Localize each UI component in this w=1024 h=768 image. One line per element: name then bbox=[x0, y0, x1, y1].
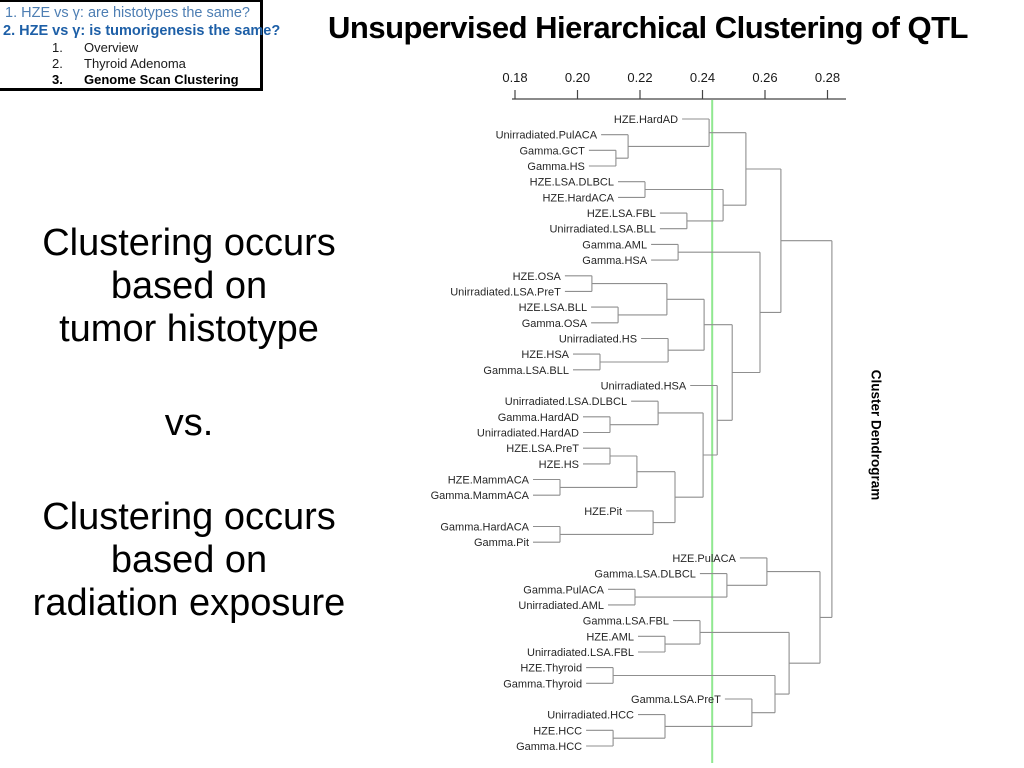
leaf-label: Gamma.PulACA bbox=[523, 584, 604, 596]
left-text-line: Clustering occurs bbox=[42, 222, 336, 264]
leaf-label: Unirradiated.LSA.BLL bbox=[549, 224, 655, 236]
leaf-label: HZE.HSA bbox=[521, 349, 569, 361]
left-text-block-1: Clustering occurs based on tumor histoty… bbox=[0, 222, 378, 351]
slide-title: Unsupervised Hierarchical Clustering of … bbox=[328, 10, 969, 45]
leaf-label: Gamma.HS bbox=[527, 161, 584, 173]
left-text-line: Clustering occurs bbox=[42, 496, 336, 538]
leaf-label: Unirradiated.HSA bbox=[601, 381, 687, 393]
dendrogram-branches bbox=[533, 118, 833, 747]
leaf-label: HZE.OSA bbox=[513, 271, 562, 283]
axis-tick-label: 0.24 bbox=[690, 70, 715, 85]
leaf-label: Gamma.HSA bbox=[582, 255, 647, 267]
leaf-label: Gamma.LSA.FBL bbox=[583, 616, 669, 628]
outline-subitem-label: Genome Scan Clustering bbox=[84, 72, 239, 87]
outline-subitem-label: Thyroid Adenoma bbox=[84, 56, 186, 71]
leaf-label: HZE.HCC bbox=[533, 725, 582, 737]
leaf-label: Unirradiated.LSA.PreT bbox=[450, 286, 561, 298]
leaf-label: Gamma.LSA.DLBCL bbox=[594, 569, 695, 581]
leaf-label: Gamma.GCT bbox=[519, 145, 585, 157]
left-text-line: based on bbox=[110, 265, 268, 307]
outline-subitem-number: 1. bbox=[52, 40, 63, 55]
outline-subitem-number: 3. bbox=[52, 72, 63, 87]
leaf-label: Gamma.MammACA bbox=[431, 490, 530, 502]
left-text-line: radiation exposure bbox=[32, 582, 346, 624]
leaf-label: Gamma.Pit bbox=[474, 537, 529, 549]
leaf-label: HZE.Thyroid bbox=[520, 663, 582, 675]
leaf-label: Unirradiated.HS bbox=[559, 334, 637, 346]
outline-item-1[interactable]: 1. HZE vs γ: are histotypes the same? bbox=[5, 5, 250, 21]
left-text-block-2: Clustering occurs based on radiation exp… bbox=[0, 496, 378, 625]
leaf-label: HZE.PulACA bbox=[672, 553, 736, 565]
leaf-label: Unirradiated.HardAD bbox=[477, 428, 579, 440]
leaf-label: Gamma.HCC bbox=[516, 741, 582, 753]
axis-tick-label: 0.28 bbox=[815, 70, 840, 85]
leaf-label: HZE.AML bbox=[586, 631, 634, 643]
axis-tick-label: 0.18 bbox=[502, 70, 527, 85]
leaf-label: Gamma.OSA bbox=[522, 318, 588, 330]
leaf-label: Gamma.LSA.BLL bbox=[483, 365, 569, 377]
leaf-label: Unirradiated.HCC bbox=[547, 710, 634, 722]
leaf-label: Unirradiated.AML bbox=[518, 600, 604, 612]
leaf-label: Unirradiated.LSA.DLBCL bbox=[505, 396, 627, 408]
leaf-label: HZE.LSA.FBL bbox=[587, 208, 656, 220]
leaf-label: HZE.HardACA bbox=[542, 192, 614, 204]
leaf-label: Unirradiated.LSA.FBL bbox=[527, 647, 634, 659]
leaf-label: Gamma.HardAD bbox=[498, 412, 579, 424]
axis-tick-label: 0.22 bbox=[627, 70, 652, 85]
outline-box: 1. HZE vs γ: are histotypes the same? 2.… bbox=[0, 0, 281, 91]
outline-subitem-genome-scan-clustering[interactable]: 3. Genome Scan Clustering bbox=[0, 72, 260, 88]
outline-subitem-overview[interactable]: 1. Overview bbox=[0, 40, 260, 56]
vs-text: vs. bbox=[164, 402, 214, 444]
leaf-label: HZE.Pit bbox=[584, 506, 622, 518]
outline-subitem-number: 2. bbox=[52, 56, 63, 71]
leaf-label: HZE.LSA.DLBCL bbox=[530, 177, 614, 189]
leaf-label: Gamma.AML bbox=[582, 239, 647, 251]
outline-item-2[interactable]: 2. HZE vs γ: is tumorigenesis the same? bbox=[3, 23, 281, 39]
left-text-line: based on bbox=[110, 539, 268, 581]
leaf-label: HZE.HS bbox=[539, 459, 579, 471]
leaf-label: HZE.LSA.PreT bbox=[506, 443, 579, 455]
outline-subitem-label: Overview bbox=[84, 40, 139, 55]
leaf-label: Gamma.HardACA bbox=[440, 522, 529, 534]
leaf-label: Unirradiated.PulACA bbox=[496, 130, 598, 142]
leaf-label: Gamma.LSA.PreT bbox=[631, 694, 721, 706]
leaf-label: HZE.LSA.BLL bbox=[519, 302, 587, 314]
left-text-line: tumor histotype bbox=[59, 308, 319, 350]
axis-tick-label: 0.26 bbox=[752, 70, 777, 85]
leaf-label: HZE.HardAD bbox=[614, 114, 678, 126]
axis-tick-label: 0.20 bbox=[565, 70, 590, 85]
leaf-label: HZE.MammACA bbox=[448, 475, 530, 487]
outline-subitem-thyroid-adenoma[interactable]: 2. Thyroid Adenoma bbox=[0, 56, 260, 72]
leaf-label: Gamma.Thyroid bbox=[503, 678, 582, 690]
